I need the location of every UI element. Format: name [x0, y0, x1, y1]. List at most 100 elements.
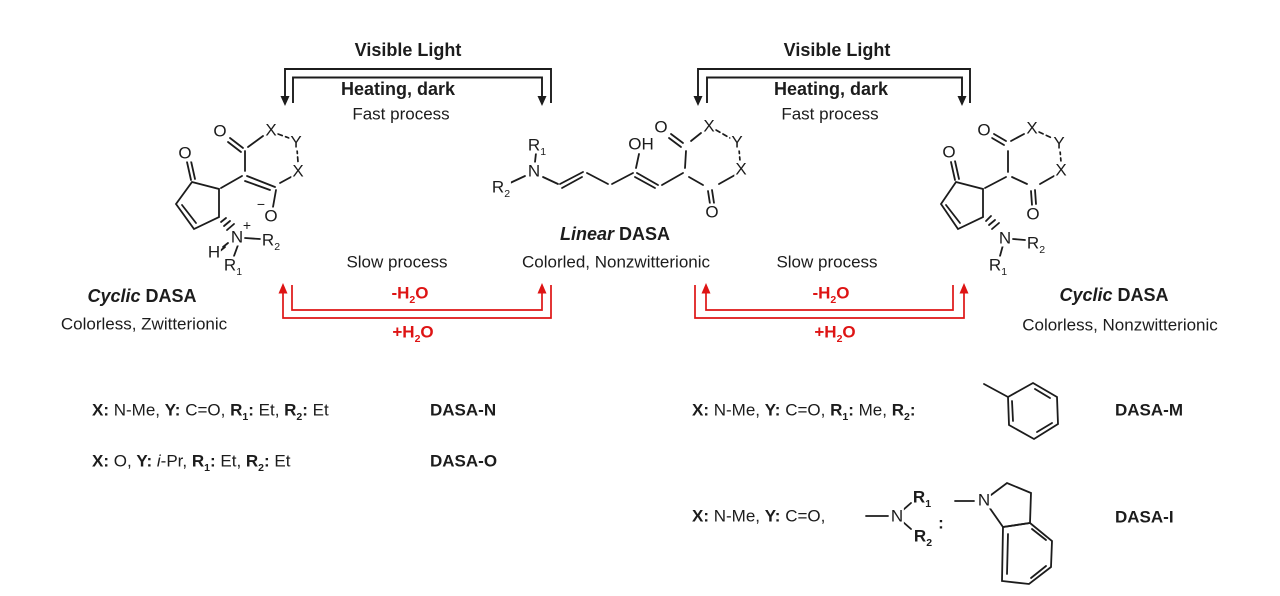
bond	[279, 176, 292, 184]
definition-dasa-n: X: N-Me, Y: C=O, R1: Et, R2: Et	[92, 400, 329, 423]
atom-n-right-text: N	[998, 228, 1012, 248]
atom-x-top-right: X	[1025, 118, 1039, 138]
cyclopentenone-ring	[939, 180, 984, 231]
structure-indoline-group	[954, 481, 1053, 585]
heating-dark-arrow-left	[292, 76, 543, 103]
definition-dasa-m-text: N-Me,	[709, 400, 765, 420]
bond	[1039, 175, 1055, 185]
plus-h2o-left-text: +H	[392, 322, 415, 342]
triene-double-bond-2	[634, 172, 659, 189]
arrowhead-down-icon	[957, 96, 967, 106]
definition-dasa-o-text: i	[156, 451, 161, 471]
definition-dasa-m-text: Me,	[853, 400, 892, 420]
minus-h2o-arrow-right	[705, 285, 954, 311]
atom-r2-left-text: R	[261, 230, 275, 250]
definition-dasa-m-text: 1	[842, 410, 849, 423]
charge-plus-left-text: +	[242, 217, 252, 233]
atom-r1-right-text: R	[988, 255, 1002, 275]
arrowhead-up-icon	[959, 283, 969, 294]
visible-light-arrow-right	[697, 68, 971, 103]
fast-process-left: Fast process	[352, 106, 449, 123]
atom-o-enolate-left-text: O	[264, 206, 278, 226]
atom-n-right: N	[997, 228, 1013, 248]
label-dasa-i: DASA-I	[1115, 509, 1174, 526]
atom-r1-left-text: R	[223, 255, 237, 275]
bond	[661, 172, 684, 186]
definition-dasa-n-text: :	[302, 400, 308, 420]
triene-double-bond-1	[559, 171, 584, 189]
atom-o-amide-left-text: O	[213, 121, 227, 141]
slow-process-right: Slow process	[776, 254, 877, 271]
minus-h2o-left-text: 2	[409, 293, 416, 306]
atom-r1-right-text: 1	[1001, 265, 1008, 278]
atom-r2-left: R2	[260, 230, 282, 252]
atom-o-top-right: O	[976, 120, 992, 140]
bond	[684, 150, 687, 169]
definition-dasa-m-text: C=O,	[780, 400, 831, 420]
atom-n-left-text: N	[230, 227, 244, 247]
fast-process-right-text: Fast process	[781, 104, 879, 124]
atom-o-top-right-text: O	[977, 120, 991, 140]
atom-n-mid-text: N	[527, 161, 541, 181]
bond	[1010, 133, 1025, 142]
amine-bonds	[509, 152, 559, 185]
cyclic-dasa-left-title-text: Cyclic	[87, 286, 141, 306]
structure-cyclic-dasa-nonzwitterionic	[939, 131, 1062, 257]
amide-double-bond	[227, 137, 244, 153]
n-substituent-bonds	[233, 237, 261, 257]
atom-r2-right-text: R	[1026, 233, 1040, 253]
atom-r1-right: R1	[987, 255, 1009, 277]
definition-dasa-i-text: C=O,	[780, 506, 826, 526]
carbonyl-double-bond-bottom	[707, 189, 715, 205]
definition-dasa-o-text: -Pr,	[160, 451, 192, 471]
visible-light-left: Visible Light	[355, 41, 462, 59]
atom-y-left-text: Y	[290, 132, 302, 152]
arrowhead-up-icon	[537, 283, 547, 294]
slow-process-right-text: Slow process	[776, 252, 878, 272]
definition-dasa-n-text: R	[284, 400, 297, 420]
atom-x-bottom-right-text: X	[1055, 160, 1067, 180]
ketone-double-bond	[186, 160, 196, 181]
variable-ring-dashed-bonds	[277, 133, 299, 163]
linear-dasa-title-text: Linear	[559, 224, 615, 244]
atom-r1-mid-text: 1	[540, 145, 547, 158]
enol-oh-bond	[635, 153, 640, 169]
atom-y-left: Y	[289, 132, 303, 152]
heating-dark-left-text: Heating, dark	[340, 79, 456, 99]
definition-dasa-o-text: Et	[269, 451, 291, 471]
definition-dasa-n-text: 1	[242, 410, 249, 423]
attachment-bond	[983, 383, 1009, 398]
amine-colon: :	[938, 515, 944, 532]
definition-dasa-m-text: R	[830, 400, 843, 420]
cyclic-dasa-right-title-text: Cyclic	[1059, 285, 1113, 305]
atom-r2-mid-text: 2	[504, 187, 511, 200]
cyclic-dasa-left-title: Cyclic DASA	[87, 287, 196, 305]
carbonyl-double-bond-top	[991, 133, 1007, 146]
arrowhead-down-icon	[537, 96, 547, 106]
cyclic-dasa-left-subtitle-text: Colorless, Zwitterionic	[60, 314, 228, 334]
atom-r1-mid: R1	[526, 136, 548, 157]
atom-r2-left-text: 2	[274, 240, 281, 253]
definition-dasa-m-text: Y:	[764, 400, 781, 420]
atom-o-bottom-right: O	[1025, 205, 1041, 223]
atom-x-top-right-text: X	[1026, 118, 1038, 138]
hashed-wedge-bond	[220, 217, 235, 231]
cyclic-dasa-left-title-text: DASA	[140, 286, 197, 306]
arrowhead-up-icon	[278, 283, 288, 294]
definition-dasa-n-text: C=O,	[180, 400, 231, 420]
definition-dasa-n-text: Y:	[164, 400, 181, 420]
enolate-bond	[272, 189, 277, 208]
definition-dasa-m-text: :	[848, 400, 854, 420]
definition-dasa-o-text: Et,	[215, 451, 246, 471]
atom-y-mid: Y	[730, 133, 744, 151]
arrow-group-water-right	[694, 283, 969, 319]
definition-dasa-n-text: :	[248, 400, 254, 420]
definition-dasa-i-text: Y:	[764, 506, 781, 526]
cyclic-dasa-right-title: Cyclic DASA	[1059, 286, 1168, 304]
atom-o-enolate-left: O	[263, 206, 279, 226]
ketone-double-bond	[950, 160, 960, 181]
definition-dasa-i: X: N-Me, Y: C=O,	[692, 508, 825, 525]
cyclic-dasa-right-subtitle: Colorless, Nonzwitterionic	[1022, 317, 1218, 334]
